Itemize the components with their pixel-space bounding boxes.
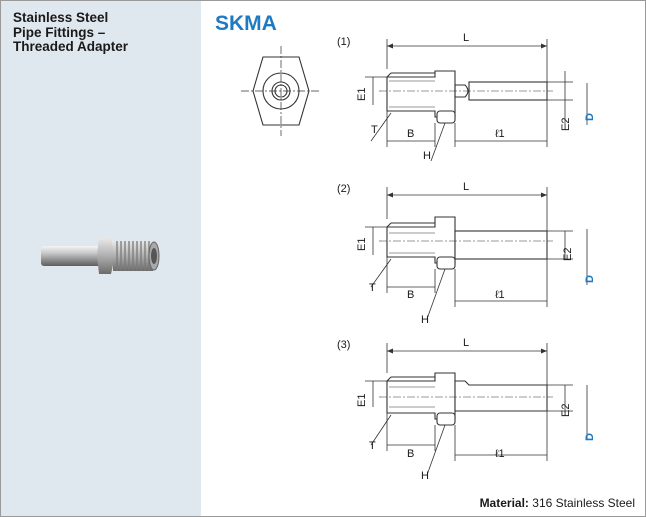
dim-D-2: D xyxy=(584,275,596,283)
product-category-title: Stainless Steel Pipe Fittings – Threaded… xyxy=(13,10,193,55)
dim-H-3: H xyxy=(421,470,429,482)
model-code: SKMA xyxy=(215,12,277,35)
drawing-variant-3: (3) L E1 xyxy=(337,337,596,482)
material-note: Material: 316 Stainless Steel xyxy=(480,496,635,510)
dim-l1-3: ℓ1 xyxy=(495,448,505,460)
dim-l1-2: ℓ1 xyxy=(495,289,505,301)
dim-E1-3: E1 xyxy=(356,394,368,407)
title-line-2: Pipe Fittings – xyxy=(13,24,106,40)
dim-T-2: T xyxy=(369,282,376,294)
title-line-3: Threaded Adapter xyxy=(13,39,129,54)
drawing-variant-1: (1) L xyxy=(337,32,596,162)
dim-E1-1: E1 xyxy=(356,88,368,101)
end-view-hex xyxy=(241,46,321,136)
technical-drawings: (1) L xyxy=(241,32,596,482)
dim-H-1: H xyxy=(423,150,431,162)
dim-E2-2: E2 xyxy=(562,248,574,261)
dim-T-1: T xyxy=(371,124,378,136)
dim-B-1: B xyxy=(407,128,414,140)
dim-L-1: L xyxy=(463,32,469,44)
title-line-1: Stainless Steel xyxy=(13,10,109,25)
dim-T-3: T xyxy=(369,440,376,452)
dim-B-3: B xyxy=(407,448,414,460)
dim-E2-1: E2 xyxy=(560,118,572,131)
variant-2-label: (2) xyxy=(337,183,350,195)
drawing-variant-2: (2) L E1 xyxy=(337,181,596,326)
material-label: Material: xyxy=(479,496,529,510)
dim-L-3: L xyxy=(463,337,469,349)
variant-3-label: (3) xyxy=(337,339,350,351)
dim-B-2: B xyxy=(407,289,414,301)
dim-D-1: D xyxy=(584,113,596,121)
dim-E1-2: E1 xyxy=(356,238,368,251)
dim-H-2: H xyxy=(421,314,429,326)
product-photo xyxy=(41,238,160,274)
material-value: 316 Stainless Steel xyxy=(532,496,635,510)
dim-L-2: L xyxy=(463,181,469,193)
dim-E2-3: E2 xyxy=(560,404,572,417)
sidebar: Stainless Steel Pipe Fittings – Threaded… xyxy=(1,1,201,516)
dim-l1-1: ℓ1 xyxy=(495,128,505,140)
variant-1-label: (1) xyxy=(337,36,350,48)
dim-D-3: D xyxy=(584,433,596,441)
